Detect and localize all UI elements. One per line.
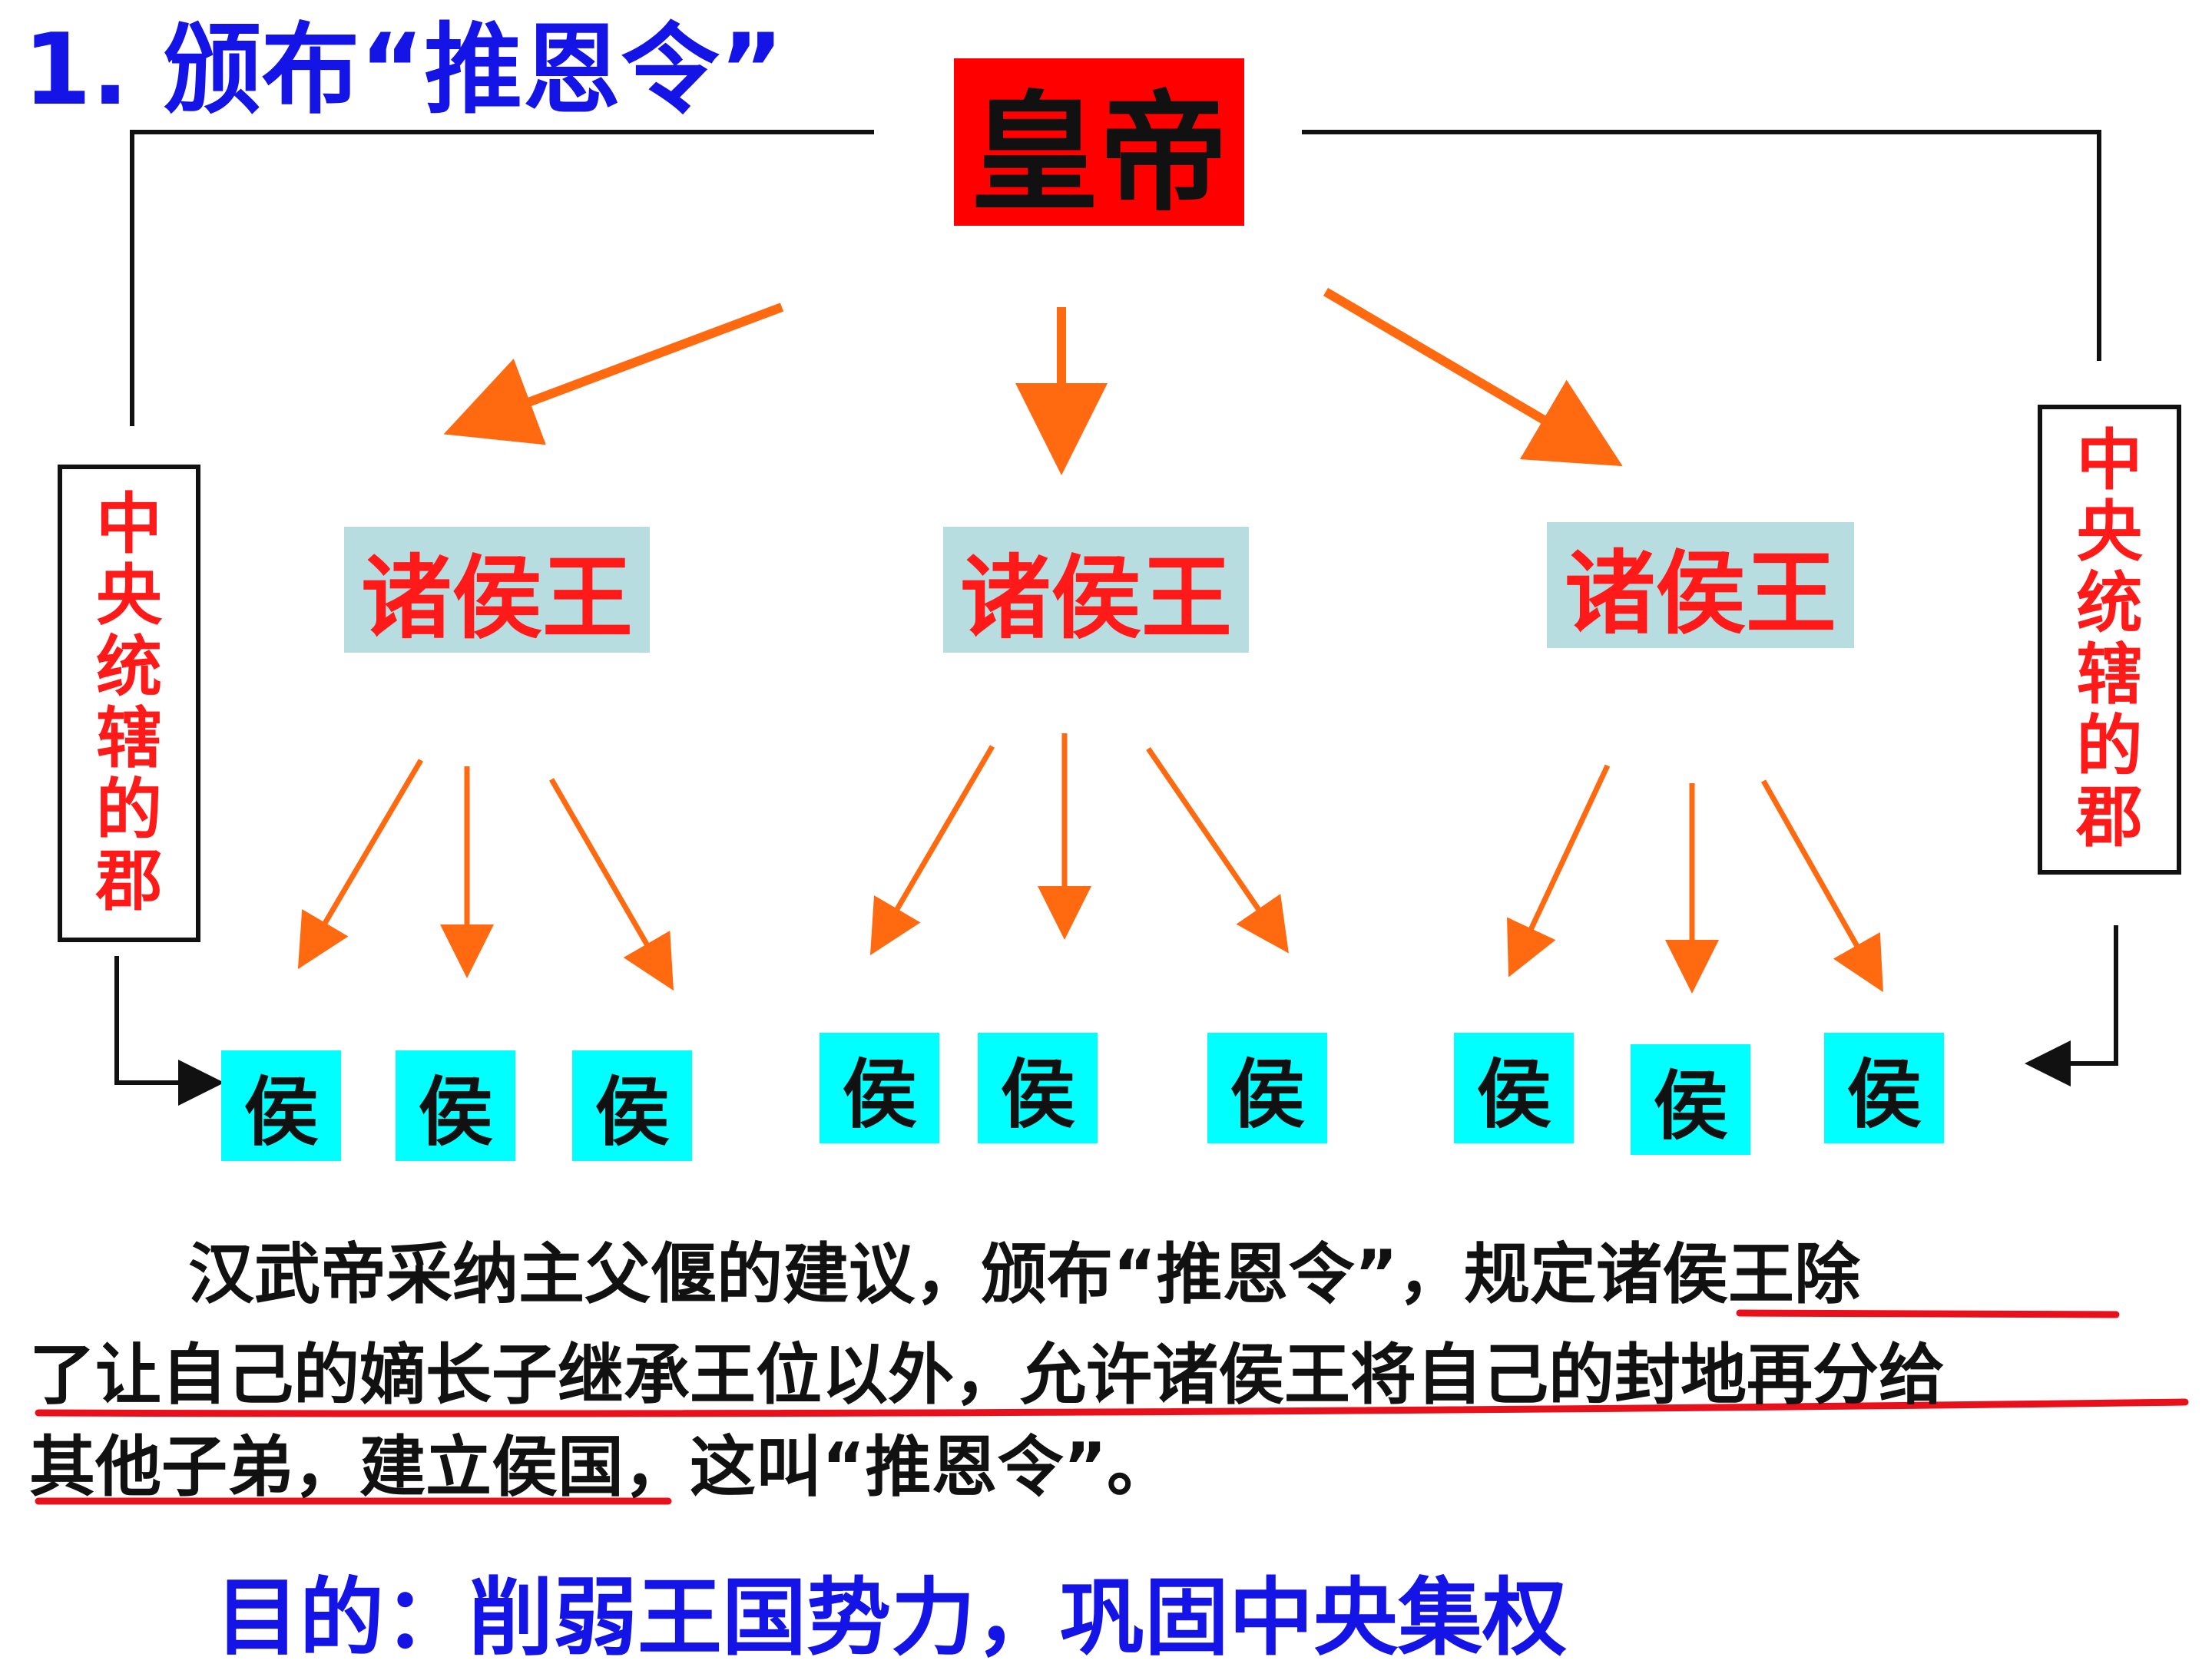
arrow-p2-m3 bbox=[1146, 747, 1289, 954]
arrow-emperor-prince-1 bbox=[443, 303, 784, 445]
commandery-right-char: 统 bbox=[2076, 565, 2143, 643]
arrow-emperor-prince-3 bbox=[1323, 287, 1623, 467]
commandery-left-char: 中 bbox=[96, 486, 162, 564]
commandery-left-char: 的 bbox=[96, 771, 162, 848]
commandery-right-char: 央 bbox=[2076, 494, 2143, 571]
marquis-box-4: 侯 bbox=[820, 1033, 939, 1143]
commandery-right-char: 辖 bbox=[2076, 637, 2143, 713]
commandery-right-char: 中 bbox=[2076, 422, 2143, 500]
arrow-p3-m1 bbox=[1507, 764, 1611, 977]
commandery-box-left: 中 央 统 辖 的 郡 bbox=[58, 465, 200, 942]
right-frame-line bbox=[1302, 130, 2101, 361]
purpose-text: 目的：削弱王国势力，巩固中央集权 bbox=[215, 1569, 1567, 1667]
left-frame-line bbox=[130, 130, 874, 426]
commandery-box-right: 中 央 统 辖 的 郡 bbox=[2038, 405, 2181, 875]
arrow-p3-m3 bbox=[1760, 779, 1883, 993]
arrow-p2-m1 bbox=[869, 745, 995, 956]
marquis-box-1: 侯 bbox=[221, 1050, 341, 1161]
slide-title: 1. 颁布“推恩令” bbox=[23, 13, 784, 127]
left-commandery-arrow bbox=[114, 956, 224, 1106]
commandery-right-char: 郡 bbox=[2076, 779, 2143, 856]
prince-box-2: 诸侯王 bbox=[943, 527, 1249, 653]
right-commandery-arrow bbox=[2025, 925, 2118, 1087]
underline-2 bbox=[35, 1398, 2189, 1417]
commandery-left-char: 央 bbox=[96, 557, 162, 635]
marquis-box-3: 侯 bbox=[572, 1050, 692, 1161]
body-text-line-3: 其他子弟，建立侯国，这叫“推恩令”。 bbox=[29, 1429, 1174, 1506]
body-text-line-2: 了让自己的嫡长子继承王位以外，允许诸侯王将自己的封地再分给 bbox=[29, 1337, 1945, 1414]
body-text-line-1: 汉武帝采纳主父偃的建议，颁布“推恩令”，规定诸侯王除 bbox=[188, 1236, 1861, 1313]
commandery-left-char: 辖 bbox=[96, 700, 162, 777]
marquis-box-8: 侯 bbox=[1631, 1044, 1750, 1155]
marquis-box-9: 侯 bbox=[1824, 1033, 1944, 1143]
marquis-box-2: 侯 bbox=[396, 1050, 515, 1161]
marquis-box-5: 侯 bbox=[978, 1033, 1098, 1143]
underline-1 bbox=[1736, 1309, 2120, 1318]
prince-box-3: 诸侯王 bbox=[1547, 522, 1854, 648]
marquis-box-7: 侯 bbox=[1454, 1033, 1574, 1143]
commandery-right-char: 的 bbox=[2076, 707, 2143, 785]
emperor-box: 皇帝 bbox=[954, 58, 1244, 229]
prince-box-1: 诸侯王 bbox=[344, 527, 650, 653]
arrow-p1-m3 bbox=[548, 778, 674, 991]
arrow-p1-m1 bbox=[297, 759, 424, 970]
commandery-left-char: 统 bbox=[96, 629, 162, 706]
marquis-box-6: 侯 bbox=[1207, 1033, 1327, 1143]
commandery-left-char: 郡 bbox=[96, 842, 162, 920]
